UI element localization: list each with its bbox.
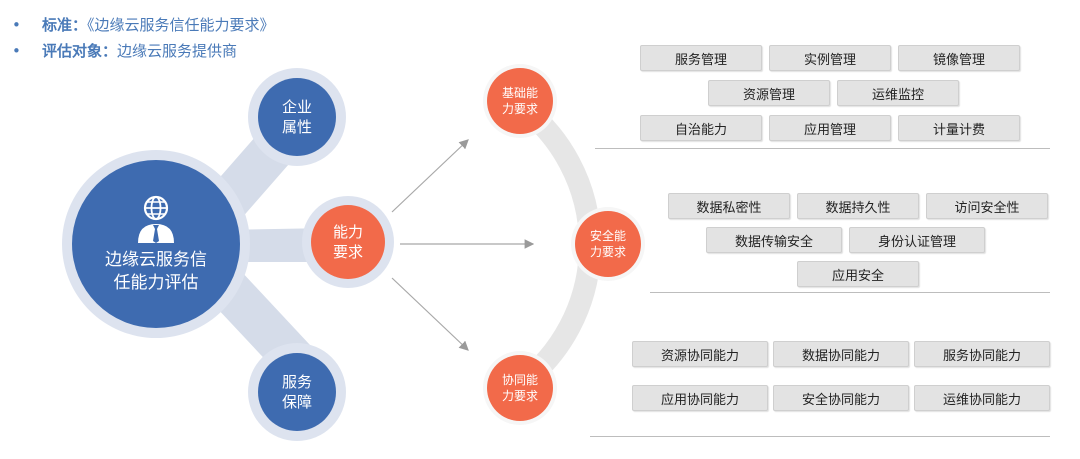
capability-line1: 能力 bbox=[332, 222, 363, 241]
service-node: 服务 保障 bbox=[258, 353, 336, 431]
basic-item: 运维监控 bbox=[837, 80, 959, 106]
security-line1: 安全能 bbox=[589, 228, 626, 243]
security-item: 应用安全 bbox=[797, 261, 919, 287]
basic-item: 资源管理 bbox=[708, 80, 830, 106]
user-globe-icon bbox=[138, 195, 174, 244]
collab-category-node: 协同能 力要求 bbox=[487, 355, 553, 421]
separator bbox=[650, 292, 1050, 293]
target-value: 边缘云服务提供商 bbox=[117, 42, 238, 60]
collab-item: 运维协同能力 bbox=[914, 385, 1050, 411]
security-item: 数据持久性 bbox=[797, 193, 919, 219]
basic-item: 服务管理 bbox=[640, 45, 762, 71]
center-node: 边缘云服务信 任能力评估 bbox=[72, 160, 240, 328]
security-category-node: 安全能 力要求 bbox=[575, 211, 641, 277]
collab-item: 服务协同能力 bbox=[914, 341, 1050, 367]
target-label: 评估对象： bbox=[42, 42, 118, 60]
separator bbox=[595, 148, 1050, 149]
arrow-to-basic bbox=[391, 139, 469, 213]
bullet-dot: • bbox=[12, 16, 21, 34]
enterprise-node: 企业 属性 bbox=[258, 78, 336, 156]
service-line2: 保障 bbox=[281, 393, 312, 411]
target-line: • 评估对象：边缘云服务提供商 bbox=[12, 40, 237, 61]
basic-item: 镜像管理 bbox=[898, 45, 1020, 71]
security-item: 身份认证管理 bbox=[849, 227, 985, 253]
basic-item: 实例管理 bbox=[769, 45, 891, 71]
standard-value: 《边缘云服务信任能力要求》 bbox=[87, 16, 275, 34]
collab-item: 安全协同能力 bbox=[773, 385, 909, 411]
service-line1: 服务 bbox=[281, 372, 312, 391]
enterprise-line1: 企业 bbox=[281, 97, 312, 116]
separator bbox=[590, 436, 1050, 437]
arrow-to-collab bbox=[391, 277, 469, 351]
collab-line1: 协同能 bbox=[501, 372, 538, 387]
standard-line: • 标准：《边缘云服务信任能力要求》 bbox=[12, 14, 275, 35]
security-item: 访问安全性 bbox=[926, 193, 1048, 219]
center-title-line2: 任能力评估 bbox=[113, 273, 199, 293]
capability-line2: 要求 bbox=[332, 243, 363, 261]
standard-label: 标准： bbox=[42, 16, 88, 34]
collab-item: 资源协同能力 bbox=[632, 341, 768, 367]
basic-item: 计量计费 bbox=[898, 115, 1020, 141]
collab-item: 应用协同能力 bbox=[632, 385, 768, 411]
security-item: 数据私密性 bbox=[668, 193, 790, 219]
basic-line2: 力要求 bbox=[501, 102, 538, 116]
center-title-line1: 边缘云服务信 bbox=[105, 250, 207, 271]
basic-item: 自治能力 bbox=[640, 115, 762, 141]
bullet-dot: • bbox=[12, 42, 21, 60]
basic-line1: 基础能 bbox=[501, 85, 538, 100]
collab-item: 数据协同能力 bbox=[773, 341, 909, 367]
security-item: 数据传输安全 bbox=[706, 227, 842, 253]
basic-category-node: 基础能 力要求 bbox=[487, 68, 553, 134]
security-line2: 力要求 bbox=[589, 245, 626, 259]
collab-line2: 力要求 bbox=[501, 389, 538, 403]
basic-item: 应用管理 bbox=[769, 115, 891, 141]
capability-node: 能力 要求 bbox=[311, 205, 385, 279]
enterprise-line2: 属性 bbox=[281, 118, 312, 136]
